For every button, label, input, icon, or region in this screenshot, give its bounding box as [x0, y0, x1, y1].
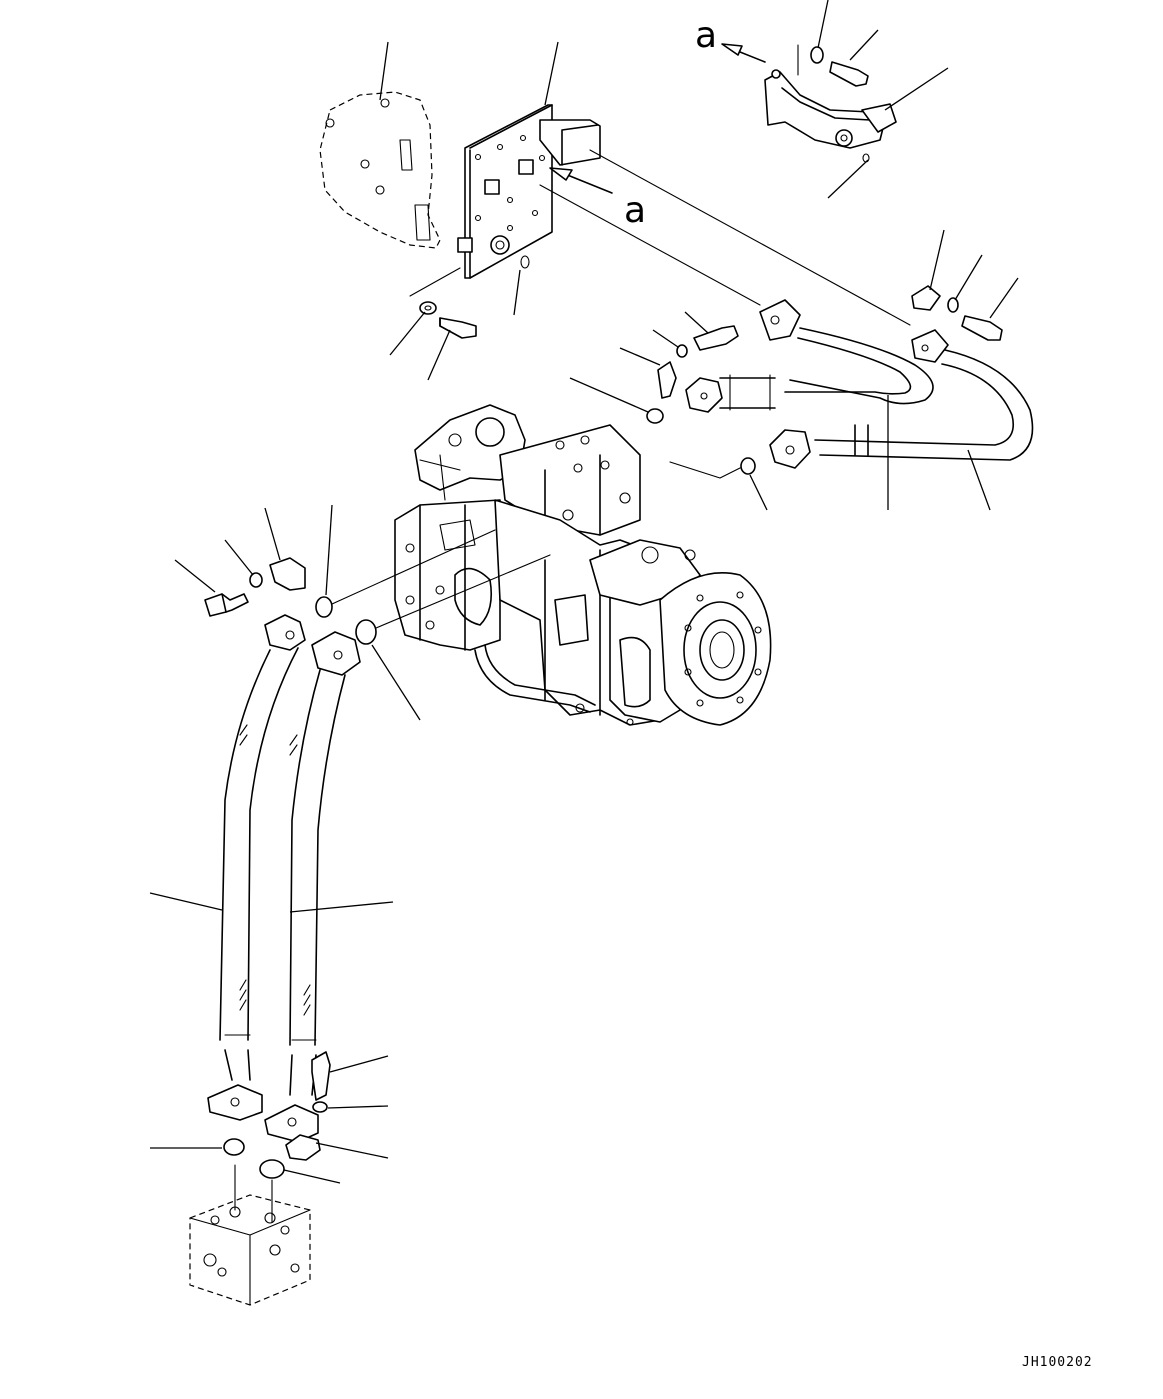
view-arrow-a-lower-head — [549, 167, 573, 181]
upper-hose-pair — [539, 149, 1034, 469]
o-ring-seals-left — [315, 529, 551, 645]
valve-block-lower — [189, 1164, 311, 1306]
long-hose-pair-left — [207, 614, 361, 1143]
view-label-a-lower: a — [624, 190, 646, 231]
view-label-a-upper: a — [695, 15, 717, 56]
clamp-bracket-view-a — [764, 44, 897, 163]
bolt-washer-set-plate — [409, 255, 530, 339]
leader-lines — [149, 0, 1019, 1184]
ghost-frame-outline — [319, 91, 441, 249]
bolt-washer-clamp-left — [204, 557, 306, 617]
bolt-washer-clamp-lower — [223, 1051, 331, 1179]
mounting-plate-bracket — [457, 104, 601, 279]
main-pump-assembly — [394, 404, 772, 726]
view-arrow-a-upper-head — [721, 43, 743, 56]
hose-clamp-hardware-right — [646, 285, 1003, 479]
drawing-code: JH100202 — [1022, 1355, 1093, 1370]
